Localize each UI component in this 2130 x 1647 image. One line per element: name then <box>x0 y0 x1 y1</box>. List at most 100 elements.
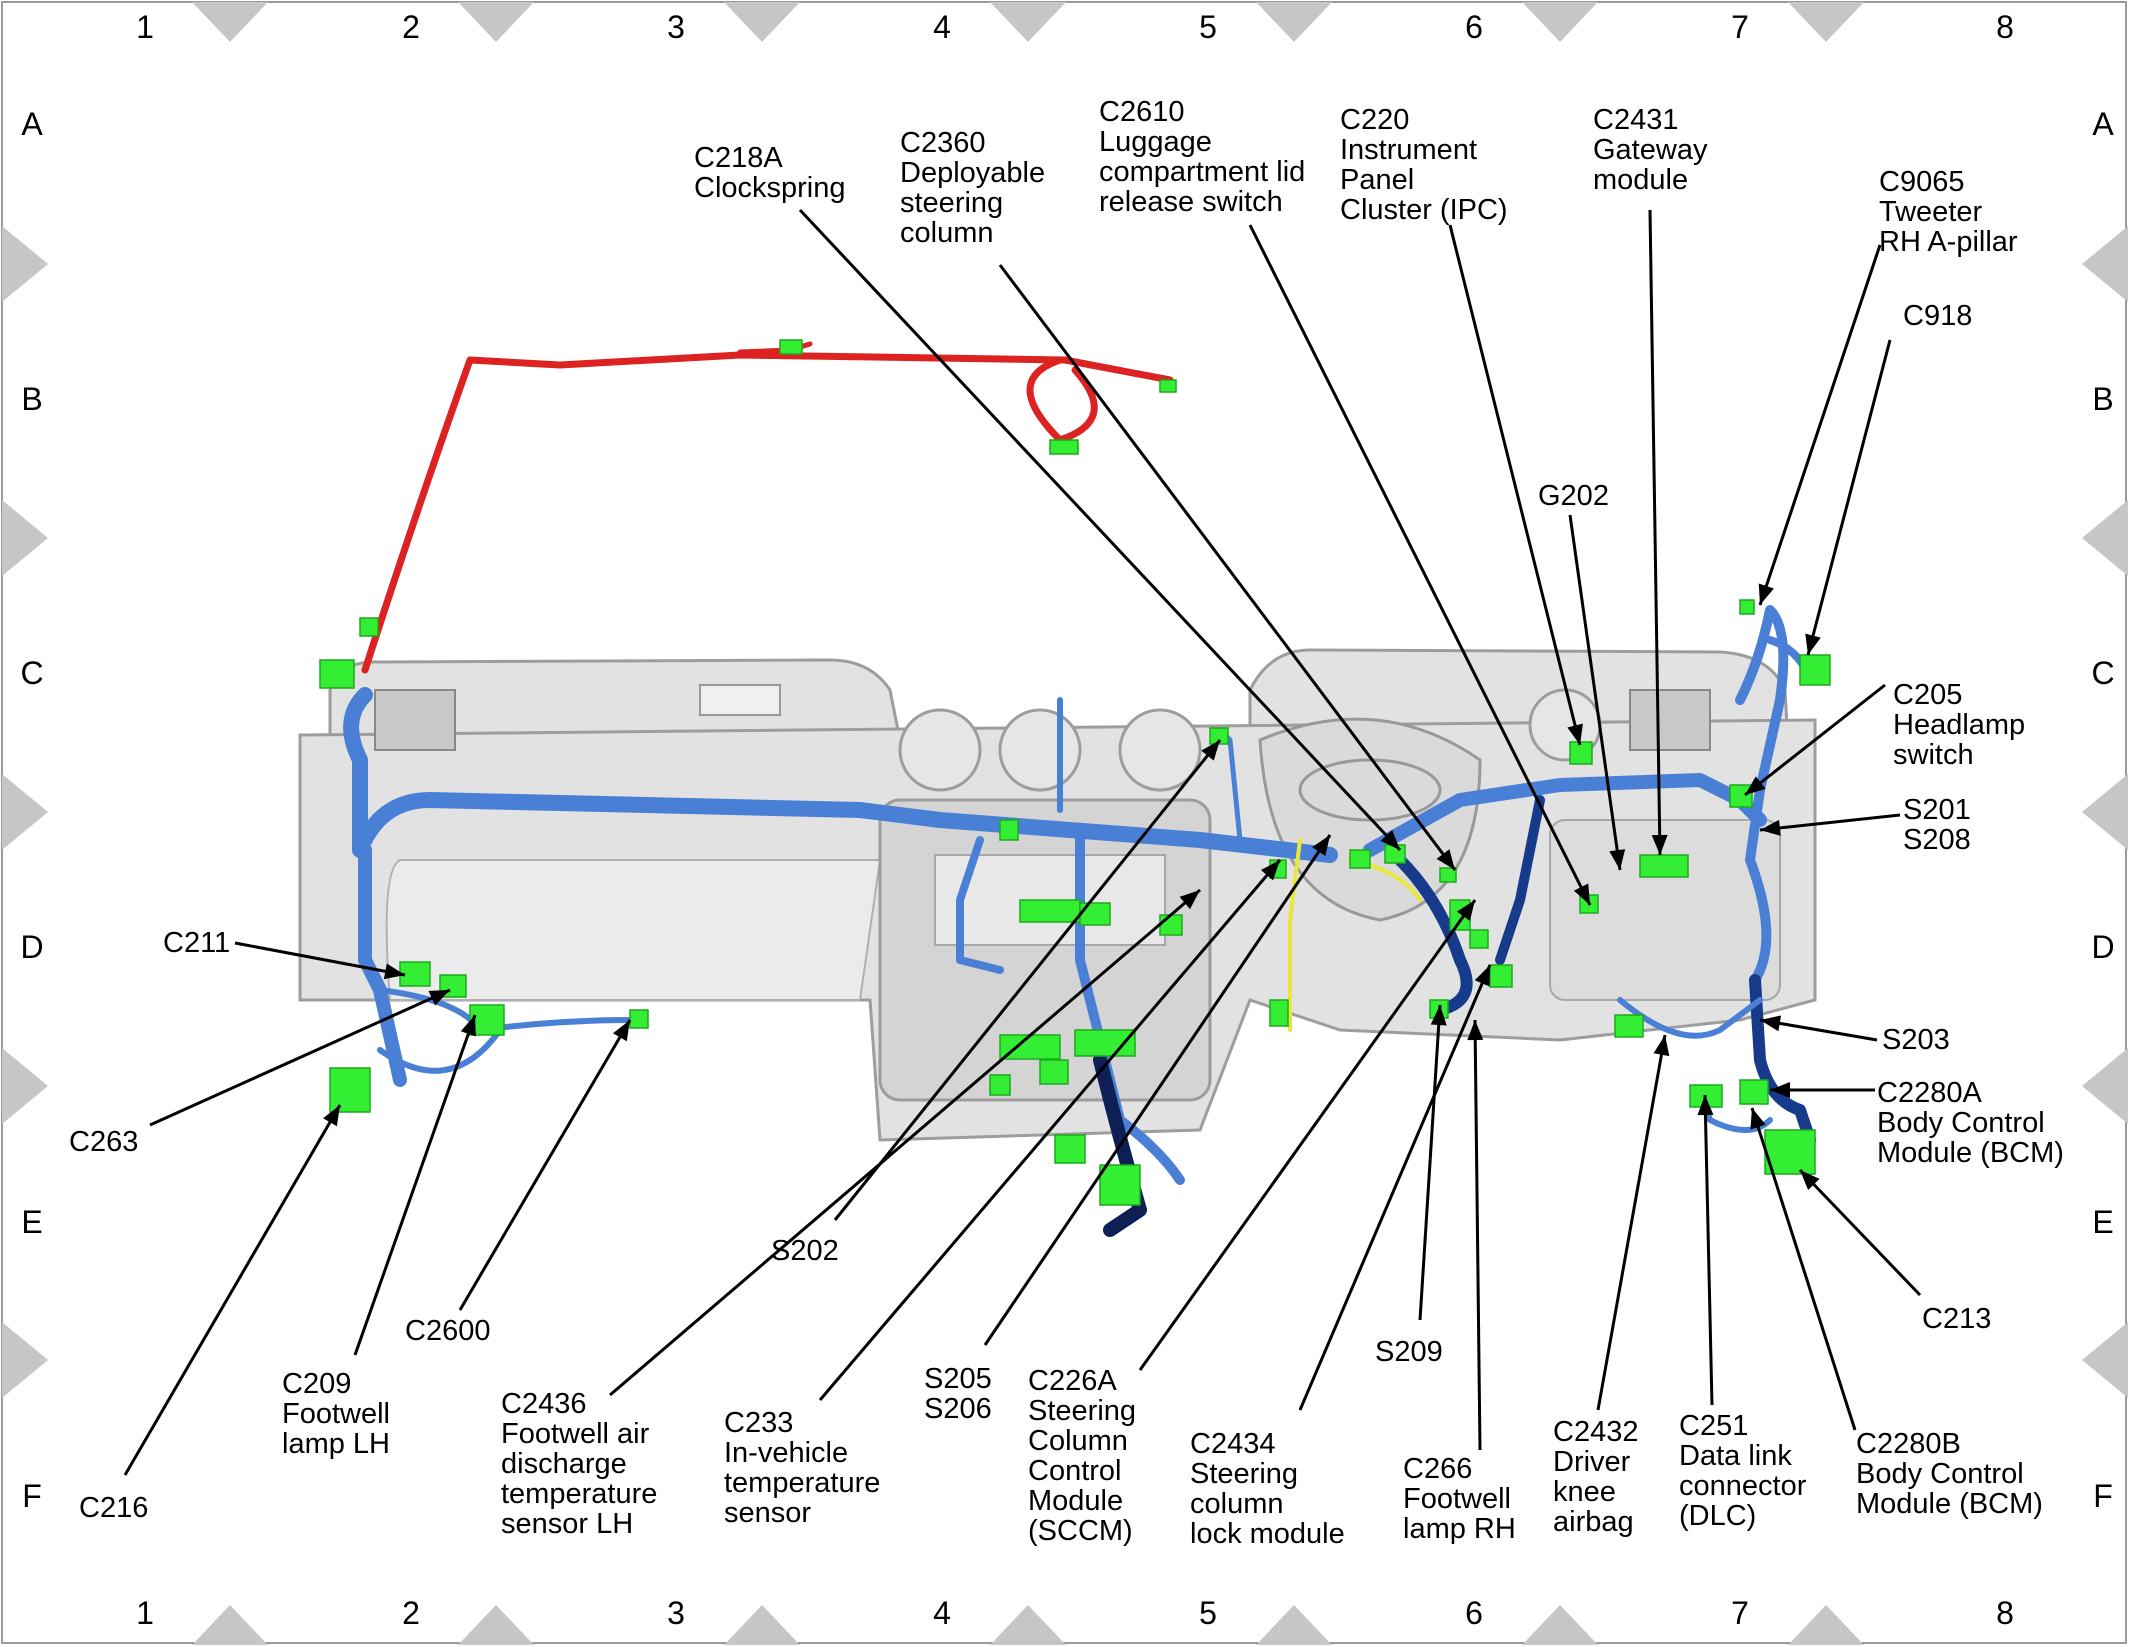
connector-icon <box>1019 899 1081 923</box>
connector-icon <box>1739 599 1755 615</box>
callout-c209: C209 Footwell lamp LH <box>282 1368 390 1460</box>
leader-lines <box>123 208 1922 1476</box>
leader-line-s201-head <box>1760 819 1781 836</box>
leader-line-c226a-head <box>1456 900 1475 921</box>
connector-icon <box>1569 741 1593 765</box>
grid-marker-icon <box>724 2 800 42</box>
connector-icon <box>629 1009 649 1029</box>
grid-row-right-c: C <box>2091 655 2115 691</box>
callout-c2436: C2436 Footwell air discharge temperature… <box>501 1388 658 1540</box>
connector-icon <box>1159 379 1177 393</box>
center-loop <box>956 836 1004 974</box>
leader-line-c220-head <box>1567 723 1583 745</box>
connector-icon <box>1614 1014 1644 1038</box>
leader-line-s202 <box>833 739 1222 1221</box>
callout-c251: C251 Data link connector (DLC) <box>1679 1410 1807 1532</box>
callout-s203: S203 <box>1882 1024 1950 1056</box>
connector-icon <box>1054 1134 1086 1164</box>
grid-marker-icon <box>2082 1322 2128 1398</box>
grid-marker-icon <box>2 500 48 576</box>
grid-row-left-a: A <box>21 106 43 142</box>
callout-c220: C220 Instrument Panel Cluster (IPC) <box>1340 104 1508 226</box>
leader-line-c213-head <box>1800 1170 1820 1190</box>
grid-marker-icon <box>1788 1605 1864 1645</box>
leader-line-c2610 <box>1248 224 1592 906</box>
dlc-branch <box>1697 1087 1773 1133</box>
grid-marker-icon <box>192 2 268 42</box>
vent-left <box>374 689 456 751</box>
grid-row-right-b: B <box>2092 381 2114 417</box>
knee-panel <box>1549 819 1781 1001</box>
leader-line-s205 <box>983 834 1332 1346</box>
grid-marker-icon <box>2082 500 2128 576</box>
leader-line-c263 <box>149 988 451 1127</box>
grid-marker-icon <box>1522 2 1598 42</box>
callout-c918: C918 <box>1903 300 1973 332</box>
leader-line-s201 <box>1759 813 1901 832</box>
leader-line-c251 <box>1703 1094 1714 1406</box>
bcm-harness <box>1749 974 1816 1146</box>
leader-line-c918-head <box>1805 633 1821 655</box>
connector-icon <box>359 617 379 637</box>
leader-line-c2610-head <box>1573 883 1590 905</box>
grid-col-bottom-3: 3 <box>667 1595 685 1631</box>
callout-s209: S209 <box>1375 1336 1443 1368</box>
leader-line-c226a <box>1138 899 1477 1371</box>
grid-row-left-d: D <box>20 929 44 965</box>
connector-icon <box>1269 999 1289 1027</box>
callout-c226a: C226A Steering Column Control Module (SC… <box>1028 1365 1137 1547</box>
grid-marker-icon <box>2 774 48 850</box>
leader-line-s205-head <box>1312 835 1330 857</box>
callout-c2434: C2434 Steering column lock module <box>1190 1428 1345 1550</box>
connector-icon <box>1469 929 1489 949</box>
connector-icon <box>1209 727 1229 745</box>
leader-line-s202-head <box>1201 740 1220 761</box>
leader-line-c2360 <box>998 264 1457 871</box>
center-vent <box>1118 708 1202 792</box>
grid-col-bottom-6: 6 <box>1465 1595 1483 1631</box>
column-harness-dark <box>1394 854 1473 1016</box>
connector-icon <box>1049 439 1079 455</box>
grid-marker-icon <box>724 1605 800 1645</box>
grid-marker-icon <box>192 1605 268 1645</box>
grid-col-top-4: 4 <box>933 9 951 45</box>
connector-icon <box>329 1067 371 1113</box>
leader-line-c9065-head <box>1758 583 1774 605</box>
footwell-loop <box>377 1027 503 1074</box>
leader-line-c218a <box>798 208 1402 852</box>
yellow-wire-lower <box>1288 838 1302 1032</box>
connector-icon <box>1099 1164 1141 1206</box>
connector-icon <box>469 1004 505 1036</box>
callout-c2431: C2431 Gateway module <box>1593 104 1708 196</box>
grid-row-left-e: E <box>21 1204 43 1240</box>
grid-marker-icon <box>2082 1048 2128 1124</box>
connector-icon <box>319 659 355 689</box>
roof-harness-loop <box>1026 356 1098 444</box>
grid-marker-icon <box>2 1322 48 1398</box>
glovebox <box>385 859 882 1001</box>
grid-col-top-2: 2 <box>402 9 420 45</box>
leader-line-c2436 <box>609 888 1201 1397</box>
connector-icon <box>779 339 803 355</box>
grid-col-bottom-5: 5 <box>1199 1595 1217 1631</box>
callout-s202: S202 <box>771 1235 839 1267</box>
leader-line-c2600 <box>458 1019 632 1311</box>
column-harness <box>1495 795 1545 965</box>
leader-line-c2432-head <box>1653 1035 1670 1057</box>
left-down-harness <box>358 843 407 1087</box>
leader-line-c233-head <box>1260 860 1280 881</box>
connector-icon <box>1079 902 1111 926</box>
leader-line-c2432 <box>1596 1034 1667 1411</box>
leader-line-c209-head <box>460 1015 476 1037</box>
connector-icon <box>999 819 1019 841</box>
leader-line-c2431 <box>1648 209 1662 856</box>
callout-s201: S201 S208 <box>1903 794 1971 856</box>
grid-marker-icon <box>1522 1605 1598 1645</box>
leader-line-c251-head <box>1697 1095 1714 1116</box>
leader-line-c218a-head <box>1380 829 1400 850</box>
main-harness-left <box>343 687 1338 863</box>
leader-line-g202 <box>1568 514 1622 871</box>
grid-marker-icon <box>2 1048 48 1124</box>
leader-line-c213 <box>1798 1168 1922 1297</box>
